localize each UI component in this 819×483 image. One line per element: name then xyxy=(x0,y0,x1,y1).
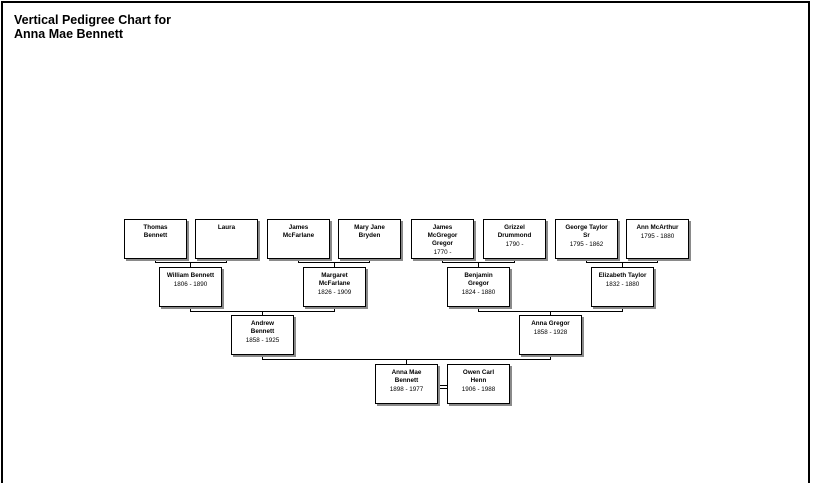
person-dates: 1858 - 1928 xyxy=(533,329,568,336)
person-name: Benjamin Gregor xyxy=(464,272,493,287)
person-box-george-taylor-sr[interactable]: George Taylor Sr 1795 - 1862 xyxy=(555,219,618,259)
person-box-james-mcfarlane[interactable]: James McFarlane xyxy=(267,219,330,259)
person-box-andrew-bennett[interactable]: Andrew Bennett 1858 - 1925 xyxy=(231,315,294,355)
person-box-laura[interactable]: Laura xyxy=(195,219,258,259)
person-dates: 1806 - 1890 xyxy=(173,281,208,288)
person-name: James McGregor Gregor xyxy=(427,224,458,247)
person-dates: 1790 - xyxy=(505,241,524,248)
person-name: George Taylor Sr xyxy=(565,224,608,239)
person-dates: 1906 - 1988 xyxy=(461,386,496,393)
person-name: Mary Jane Bryden xyxy=(354,224,385,239)
person-dates: 1898 - 1977 xyxy=(389,386,424,393)
person-dates: 1770 - xyxy=(433,249,452,256)
person-name: William Bennett xyxy=(166,272,215,279)
person-box-anna-gregor[interactable]: Anna Gregor 1858 - 1928 xyxy=(519,315,582,355)
person-name: Owen Carl Henn xyxy=(462,369,495,384)
person-name: Margaret McFarlane xyxy=(318,272,351,287)
chart-title-line-1: Vertical Pedigree Chart for xyxy=(14,13,172,27)
person-name: Ann McArthur xyxy=(636,224,679,231)
person-box-margaret-mcfarlane[interactable]: Margaret McFarlane 1826 - 1909 xyxy=(303,267,366,307)
marriage-line xyxy=(438,385,447,389)
person-dates: 1826 - 1909 xyxy=(317,289,352,296)
person-box-owen-carl-henn[interactable]: Owen Carl Henn 1906 - 1988 xyxy=(447,364,510,404)
person-dates: 1795 - 1880 xyxy=(640,233,675,240)
person-box-anna-mae-bennett[interactable]: Anna Mae Bennett 1898 - 1977 xyxy=(375,364,438,404)
person-name: Grizzel Drummond xyxy=(497,224,532,239)
person-box-elizabeth-taylor[interactable]: Elizabeth Taylor 1832 - 1880 xyxy=(591,267,654,307)
person-name: James McFarlane xyxy=(282,224,315,239)
person-box-thomas-bennett[interactable]: Thomas Bennett xyxy=(124,219,187,259)
person-name: Anna Gregor xyxy=(531,320,570,327)
person-name: Laura xyxy=(217,224,236,231)
person-box-mary-jane-bryden[interactable]: Mary Jane Bryden xyxy=(338,219,401,259)
person-dates: 1795 - 1862 xyxy=(569,241,604,248)
person-dates: 1824 - 1880 xyxy=(461,289,496,296)
person-box-grizzel-drummond[interactable]: Grizzel Drummond 1790 - xyxy=(483,219,546,259)
person-box-ann-mcarthur[interactable]: Ann McArthur 1795 - 1880 xyxy=(626,219,689,259)
person-name: Andrew Bennett xyxy=(250,320,275,335)
person-name: Elizabeth Taylor xyxy=(598,272,647,279)
person-dates: 1858 - 1925 xyxy=(245,337,280,344)
person-box-benjamin-gregor[interactable]: Benjamin Gregor 1824 - 1880 xyxy=(447,267,510,307)
person-name: Anna Mae Bennett xyxy=(391,369,422,384)
chart-title: Vertical Pedigree Chart for Anna Mae Ben… xyxy=(14,13,171,41)
person-name: Thomas Bennett xyxy=(143,224,168,239)
chart-title-line-2: Anna Mae Bennett xyxy=(14,27,124,41)
person-box-william-bennett[interactable]: William Bennett 1806 - 1890 xyxy=(159,267,222,307)
person-dates: 1832 - 1880 xyxy=(605,281,640,288)
person-box-james-mcgregor-gregor[interactable]: James McGregor Gregor 1770 - xyxy=(411,219,474,259)
